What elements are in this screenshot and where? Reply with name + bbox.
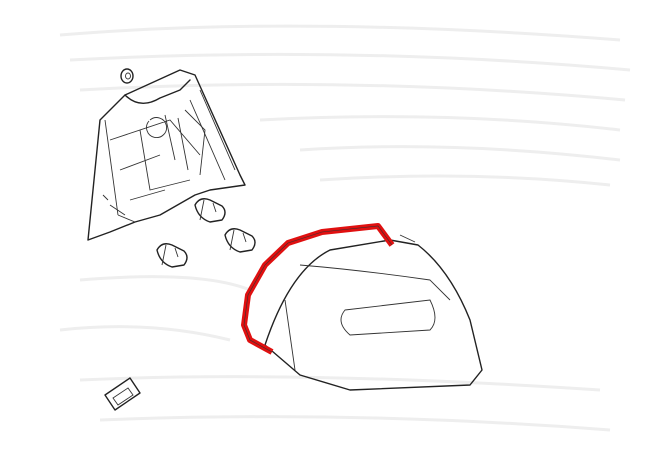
bulb-2[interactable] [224, 228, 256, 253]
tail-light-lens[interactable] [264, 234, 483, 391]
nut[interactable] [120, 68, 134, 84]
bulb-1[interactable] [194, 198, 226, 223]
background-watermark [59, 24, 631, 432]
bulb-3[interactable] [156, 243, 188, 268]
seal-gasket[interactable] [241, 223, 395, 355]
lamp-housing-rear[interactable] [87, 69, 246, 241]
label-sticker[interactable] [104, 377, 141, 411]
